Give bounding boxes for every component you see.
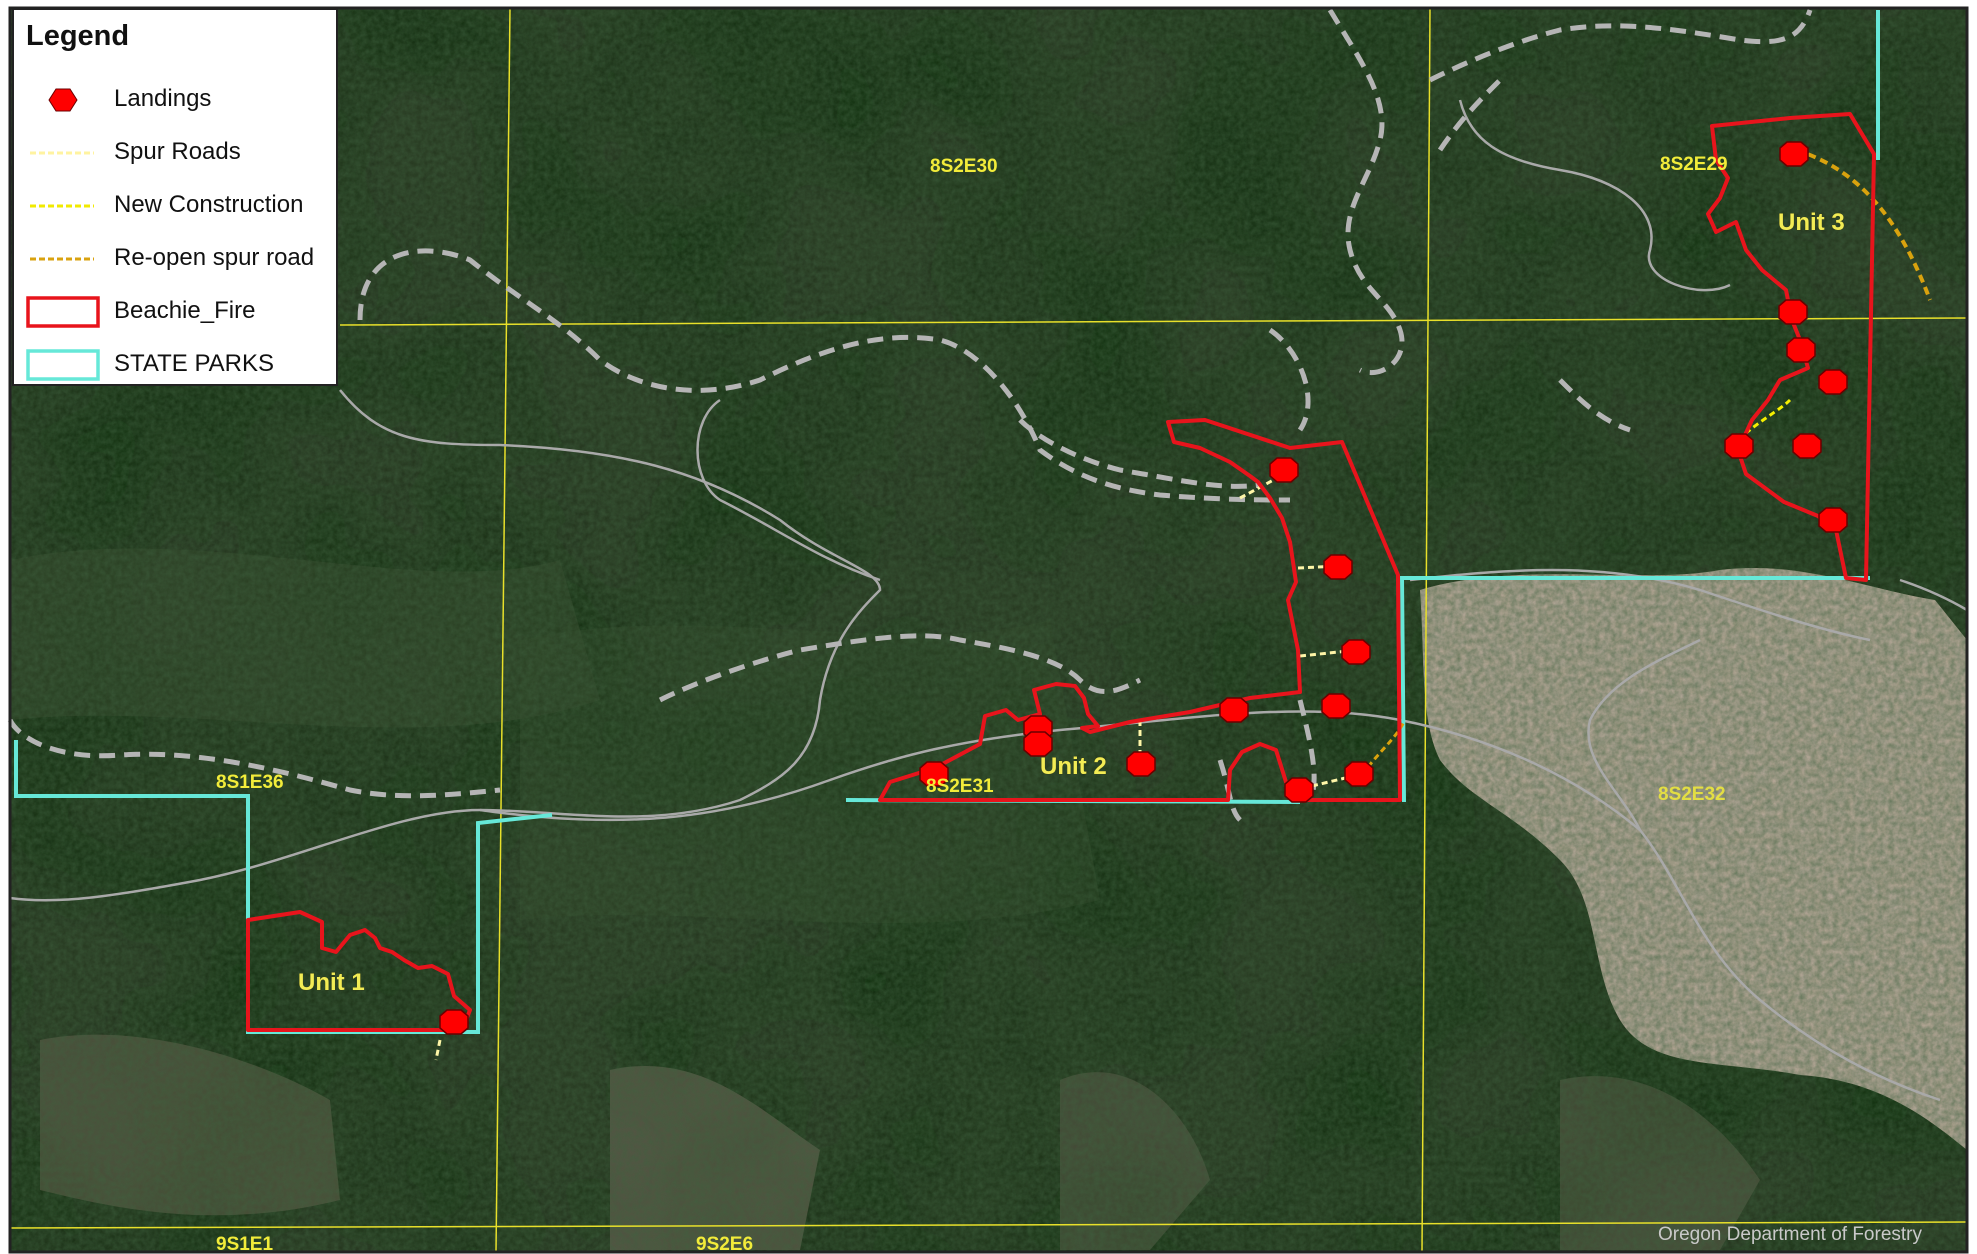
landings (439, 141, 1848, 1035)
section-label: 9S2E6 (696, 1234, 753, 1254)
legend-label: Re-open spur road (114, 244, 315, 271)
legend-label: Spur Roads (114, 138, 241, 165)
beachie-fire-units (246, 112, 1876, 1032)
legend-title: Legend (26, 20, 130, 52)
landing-marker (1126, 751, 1156, 777)
legend-label: STATE PARKS (114, 350, 275, 377)
section-label: 8S2E31 (926, 776, 994, 797)
section-label: 8S2E29 (1660, 154, 1728, 175)
landing-marker (1341, 639, 1371, 665)
section-labels: 8S2E30 8S2E29 8S1E36 8S2E31 8S2E32 9S1E1… (216, 154, 1728, 1254)
landing-marker (1724, 433, 1754, 459)
landing-marker (1792, 433, 1822, 459)
legend-item-new-construction: New Construction (24, 184, 334, 228)
landing-marker (1321, 693, 1351, 719)
legend-label: New Construction (114, 191, 304, 218)
red-hexagon-icon (48, 88, 78, 112)
new-construction-line-icon (30, 204, 94, 208)
landing-marker (1323, 554, 1353, 580)
section-label: 8S2E32 (1658, 784, 1726, 805)
section-label: 9S1E1 (216, 1234, 273, 1254)
spur-road-line-icon (30, 151, 94, 155)
credit-text: Oregon Department of Forestry (1658, 1224, 1922, 1245)
legend-label: Landings (114, 85, 212, 112)
legend-item-state-parks: STATE PARKS (24, 343, 334, 387)
reopen-spur-line-icon (30, 257, 94, 261)
landing-marker (1023, 731, 1053, 757)
landing-marker (439, 1009, 469, 1035)
existing-roads (9, 99, 1968, 1102)
unit-2-boundary (878, 418, 1402, 802)
landing-marker (1219, 697, 1249, 723)
landing-marker (1818, 507, 1848, 533)
red-polygon-icon (26, 296, 100, 328)
legend-item-reopen-spur: Re-open spur road (24, 237, 334, 281)
landing-marker (919, 761, 949, 787)
unit-label-3: Unit 3 (1778, 209, 1845, 236)
landing-marker (1284, 777, 1314, 803)
legend-item-spur-roads: Spur Roads (24, 131, 334, 175)
cyan-polygon-icon (26, 349, 100, 381)
legend-item-beachie-fire: Beachie_Fire (24, 290, 334, 334)
spur-roads-dashed (7, 8, 1813, 822)
landing-marker (1779, 141, 1809, 167)
landing-marker (1344, 761, 1374, 787)
unit-3-boundary (1706, 112, 1876, 582)
landing-marker (1786, 337, 1816, 363)
landing-marker (1818, 369, 1848, 395)
plss-grid (9, 7, 1968, 1253)
section-label: 8S1E36 (216, 772, 284, 793)
section-label: 8S2E30 (930, 156, 998, 177)
legend-panel: Legend Landings Spur Roads New Construct… (12, 8, 338, 386)
unit-label-2: Unit 2 (1040, 753, 1107, 780)
unit-label-1: Unit 1 (298, 969, 365, 996)
legend-item-landings: Landings (24, 78, 334, 122)
landing-marker (1778, 299, 1808, 325)
unit-labels: Unit 1 Unit 2 Unit 3 (298, 209, 1845, 997)
unit-1-boundary (246, 910, 472, 1032)
landing-marker (1269, 457, 1299, 483)
map-border (8, 6, 1969, 1254)
legend-label: Beachie_Fire (114, 297, 256, 324)
